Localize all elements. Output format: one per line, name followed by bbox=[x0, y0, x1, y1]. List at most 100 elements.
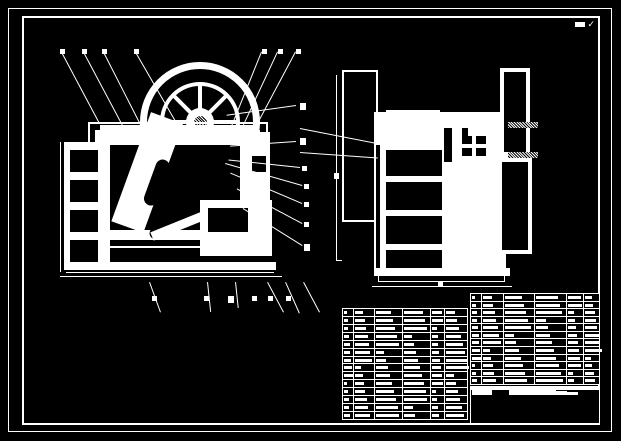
table-cell bbox=[445, 317, 472, 324]
table-cell bbox=[535, 331, 568, 339]
table-row[interactable] bbox=[471, 301, 599, 310]
table-row[interactable] bbox=[343, 316, 467, 325]
table-cell bbox=[482, 377, 504, 384]
table-cell bbox=[354, 388, 375, 396]
table-row[interactable] bbox=[343, 356, 467, 365]
table-cell bbox=[431, 324, 445, 332]
table-cell bbox=[504, 309, 536, 316]
parts-list-left[interactable] bbox=[342, 308, 469, 420]
table-cell bbox=[584, 317, 604, 324]
table-row[interactable] bbox=[471, 347, 602, 355]
shaft-seal-hatch bbox=[508, 122, 538, 128]
table-row[interactable] bbox=[343, 348, 467, 357]
glyph-raster bbox=[536, 356, 557, 360]
glyph-raster bbox=[375, 390, 394, 394]
glyph-raster bbox=[354, 406, 369, 410]
glyph-raster bbox=[432, 350, 440, 354]
table-row[interactable] bbox=[343, 372, 467, 381]
table-row[interactable] bbox=[471, 324, 599, 332]
table-cell bbox=[354, 309, 375, 316]
table-row[interactable] bbox=[343, 340, 467, 349]
item-balloon bbox=[82, 49, 87, 54]
table-row[interactable] bbox=[471, 362, 599, 370]
table-row[interactable] bbox=[343, 404, 467, 412]
glyph-raster bbox=[483, 311, 495, 315]
table-cell bbox=[445, 388, 472, 395]
table-row[interactable] bbox=[471, 316, 599, 325]
table-cell bbox=[471, 316, 483, 324]
glyph-raster bbox=[584, 326, 598, 330]
glyph-raster bbox=[584, 379, 596, 383]
glyph-raster bbox=[584, 356, 591, 360]
glyph-raster bbox=[432, 334, 438, 338]
table-row[interactable] bbox=[471, 309, 599, 317]
glyph-raster bbox=[508, 392, 579, 395]
table-cell bbox=[445, 333, 472, 340]
item-balloon bbox=[204, 296, 209, 301]
table-row[interactable] bbox=[343, 380, 467, 389]
table-cell bbox=[343, 411, 354, 419]
table-row[interactable] bbox=[343, 396, 467, 405]
glyph-raster bbox=[375, 398, 396, 402]
flange-slot bbox=[444, 128, 452, 162]
table-cell bbox=[445, 364, 472, 371]
table-cell bbox=[482, 316, 504, 324]
glyph-raster bbox=[344, 318, 348, 322]
glyph-raster bbox=[344, 326, 349, 330]
table-row[interactable] bbox=[343, 388, 467, 397]
table-cell bbox=[471, 369, 483, 377]
glyph-raster bbox=[344, 366, 352, 370]
table-cell bbox=[403, 411, 432, 419]
table-cell bbox=[471, 331, 483, 339]
guard-base-tick bbox=[336, 260, 342, 261]
table-row[interactable] bbox=[471, 354, 599, 363]
base-frame-bottom bbox=[60, 276, 282, 277]
glyph-raster bbox=[536, 318, 546, 322]
glyph-raster bbox=[504, 379, 528, 383]
glyph-raster bbox=[504, 349, 519, 353]
table-cell bbox=[584, 339, 604, 346]
table-cell bbox=[482, 331, 504, 339]
table-row[interactable] bbox=[471, 339, 601, 348]
table-cell bbox=[375, 372, 403, 380]
glyph-raster bbox=[375, 374, 390, 378]
jaw-back-edge bbox=[60, 142, 61, 272]
flange-slot bbox=[462, 128, 468, 140]
title-block[interactable] bbox=[470, 386, 600, 424]
table-cell bbox=[567, 377, 584, 384]
bolt-hole bbox=[476, 136, 486, 144]
glyph-raster bbox=[375, 382, 392, 386]
glyph-raster bbox=[404, 334, 413, 338]
table-cell bbox=[504, 294, 536, 301]
glyph-raster bbox=[375, 366, 388, 370]
table-row[interactable] bbox=[471, 377, 599, 384]
glyph-raster bbox=[483, 379, 496, 383]
glyph-raster bbox=[472, 379, 477, 383]
table-row[interactable] bbox=[343, 332, 467, 341]
table-cell bbox=[354, 340, 375, 348]
glyph-raster bbox=[445, 358, 467, 362]
parts-list-right[interactable] bbox=[470, 293, 602, 385]
glyph-raster bbox=[472, 356, 481, 360]
glyph-raster bbox=[483, 303, 494, 307]
table-row[interactable] bbox=[343, 324, 467, 333]
table-row[interactable] bbox=[343, 309, 467, 317]
table-row[interactable] bbox=[471, 369, 599, 378]
table-cell bbox=[343, 309, 354, 316]
table-row[interactable] bbox=[343, 364, 469, 373]
table-row[interactable] bbox=[343, 411, 467, 419]
glyph-raster bbox=[536, 311, 562, 315]
glyph-raster bbox=[472, 364, 476, 368]
table-cell bbox=[375, 356, 403, 364]
table-cell bbox=[403, 316, 432, 324]
table-cell bbox=[445, 404, 472, 411]
table-cell bbox=[482, 294, 504, 301]
table-cell bbox=[535, 294, 568, 301]
table-row[interactable] bbox=[471, 294, 599, 302]
glyph-raster bbox=[354, 326, 367, 330]
table-cell bbox=[354, 348, 375, 356]
table-cell bbox=[354, 404, 375, 411]
table-row[interactable] bbox=[471, 331, 599, 340]
glyph-raster bbox=[445, 390, 458, 394]
motor-stand-void bbox=[504, 72, 526, 152]
